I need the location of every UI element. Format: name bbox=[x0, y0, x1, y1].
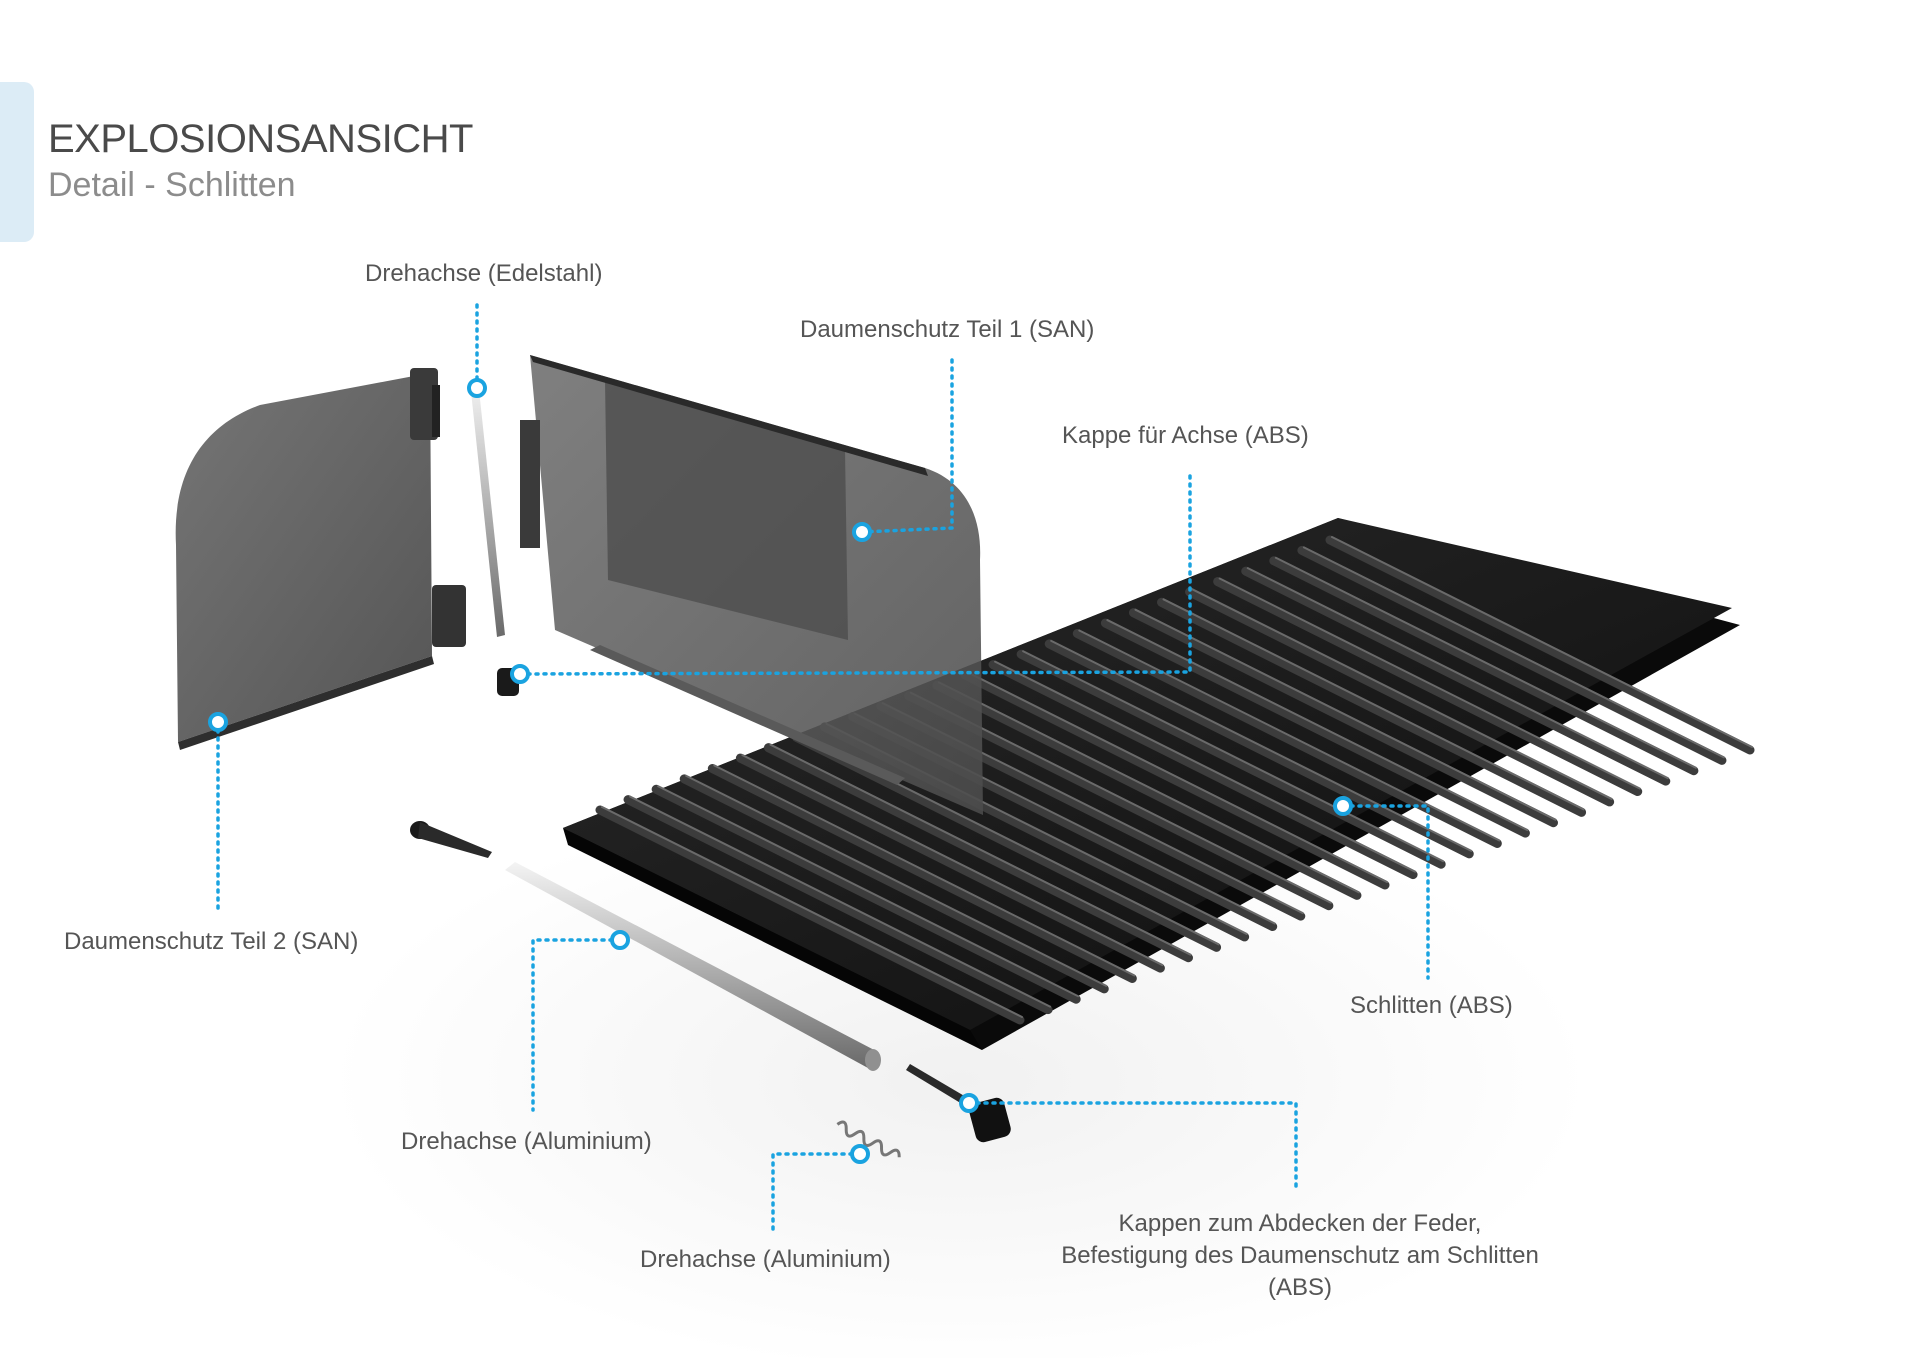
sled-rib bbox=[1325, 535, 1755, 755]
end-pin-left bbox=[410, 821, 492, 858]
thumb-guard-part-2 bbox=[175, 368, 466, 750]
sled-rib bbox=[707, 763, 1137, 983]
sled-rib-highlight bbox=[741, 754, 1164, 967]
sled-rib-highlight bbox=[1274, 556, 1697, 769]
label-spring-caps: Kappen zum Abdecken der Feder, Befestigu… bbox=[1030, 1208, 1570, 1304]
marker-spring-caps bbox=[959, 1093, 979, 1113]
label-stainless-axle: Drehachse (Edelstahl) bbox=[365, 260, 603, 287]
sled-rib bbox=[679, 774, 1109, 994]
stainless-steel-axle bbox=[470, 380, 505, 637]
sled-rib bbox=[595, 805, 1025, 1025]
sled-rib-highlight bbox=[601, 806, 1023, 1018]
end-pin-right bbox=[906, 1064, 1011, 1143]
thumb-guard-part-1 bbox=[520, 355, 983, 815]
marker-stainless-axle bbox=[467, 378, 487, 398]
label-sled: Schlitten (ABS) bbox=[1350, 992, 1513, 1019]
aluminium-axle bbox=[505, 862, 881, 1071]
marker-circles bbox=[208, 378, 1353, 1164]
sled-rib bbox=[988, 660, 1418, 880]
sled-rib-highlight bbox=[1078, 629, 1501, 842]
sled-rib-highlight bbox=[937, 681, 1360, 894]
sled-rib bbox=[1157, 597, 1587, 817]
sled-rib-highlight bbox=[994, 660, 1417, 873]
sled-rib-highlight bbox=[1246, 567, 1669, 780]
sled-rib-highlight bbox=[1331, 536, 1753, 748]
sled-rib bbox=[960, 670, 1390, 890]
sled-rib bbox=[1297, 545, 1727, 765]
sled-rib bbox=[1241, 566, 1671, 786]
label-axle-cap: Kappe für Achse (ABS) bbox=[1062, 422, 1309, 449]
sled-rib-highlight bbox=[966, 671, 1388, 883]
label-spring-caps-line-3: (ABS) bbox=[1267, 1274, 1332, 1301]
sled-rib-highlight bbox=[1134, 608, 1557, 821]
sled-rib-highlight bbox=[713, 764, 1136, 977]
sled-rib-highlight bbox=[769, 743, 1192, 956]
sled-part bbox=[563, 518, 1755, 1050]
sled-rib bbox=[1016, 649, 1446, 869]
sled-rib bbox=[1269, 556, 1699, 776]
spring-part bbox=[836, 1120, 901, 1158]
sled-rib bbox=[1185, 587, 1615, 807]
sled-rib-highlight bbox=[1218, 577, 1641, 790]
sled-rib bbox=[735, 753, 1165, 973]
sled-rib-highlight bbox=[629, 795, 1052, 1008]
marker-guard-part-2 bbox=[208, 712, 228, 732]
page-title: EXPLOSIONSANSICHT bbox=[48, 117, 473, 161]
sled-rib bbox=[932, 680, 1362, 900]
label-aluminium-axle-1: Drehachse (Aluminium) bbox=[401, 1128, 652, 1155]
sled-rib-highlight bbox=[1190, 587, 1613, 800]
sled-rib bbox=[1100, 618, 1530, 838]
sled-rib-highlight bbox=[1302, 546, 1725, 759]
label-spring-caps-line-2: Befestigung des Daumenschutz am Schlitte… bbox=[1061, 1242, 1539, 1269]
sled-rib-highlight bbox=[1162, 598, 1585, 811]
leader-lines bbox=[216, 303, 1430, 1232]
side-tab bbox=[0, 82, 34, 242]
marker-spring bbox=[850, 1144, 870, 1164]
marker-aluminium-axle bbox=[610, 930, 630, 950]
sled-rib bbox=[792, 732, 1222, 952]
sled-rib bbox=[1213, 577, 1643, 797]
marker-sled bbox=[1333, 796, 1353, 816]
sled-rib-highlight bbox=[1050, 639, 1473, 852]
sled-rib-highlight bbox=[1022, 650, 1445, 863]
label-aluminium-axle-2: Drehachse (Aluminium) bbox=[640, 1246, 891, 1273]
sled-rib bbox=[1128, 608, 1558, 828]
sled-rib-highlight bbox=[685, 774, 1108, 987]
sled-rib bbox=[1044, 639, 1474, 859]
panel-axle bbox=[590, 645, 905, 785]
page-subtitle: Detail - Schlitten bbox=[48, 166, 296, 204]
sled-rib-highlight bbox=[1106, 619, 1529, 832]
label-guard-part-1: Daumenschutz Teil 1 (SAN) bbox=[800, 316, 1095, 343]
sled-rib bbox=[651, 784, 1081, 1004]
marker-guard-part-1 bbox=[852, 522, 872, 542]
sled-ribs bbox=[595, 535, 1755, 1025]
sled-rib-highlight bbox=[657, 785, 1080, 998]
label-spring-caps-line-1: Kappen zum Abdecken der Feder, bbox=[1118, 1210, 1482, 1237]
label-guard-part-2: Daumenschutz Teil 2 (SAN) bbox=[64, 928, 359, 955]
sled-rib bbox=[763, 743, 1193, 963]
sled-rib bbox=[623, 795, 1053, 1015]
marker-axle-cap bbox=[510, 664, 530, 684]
